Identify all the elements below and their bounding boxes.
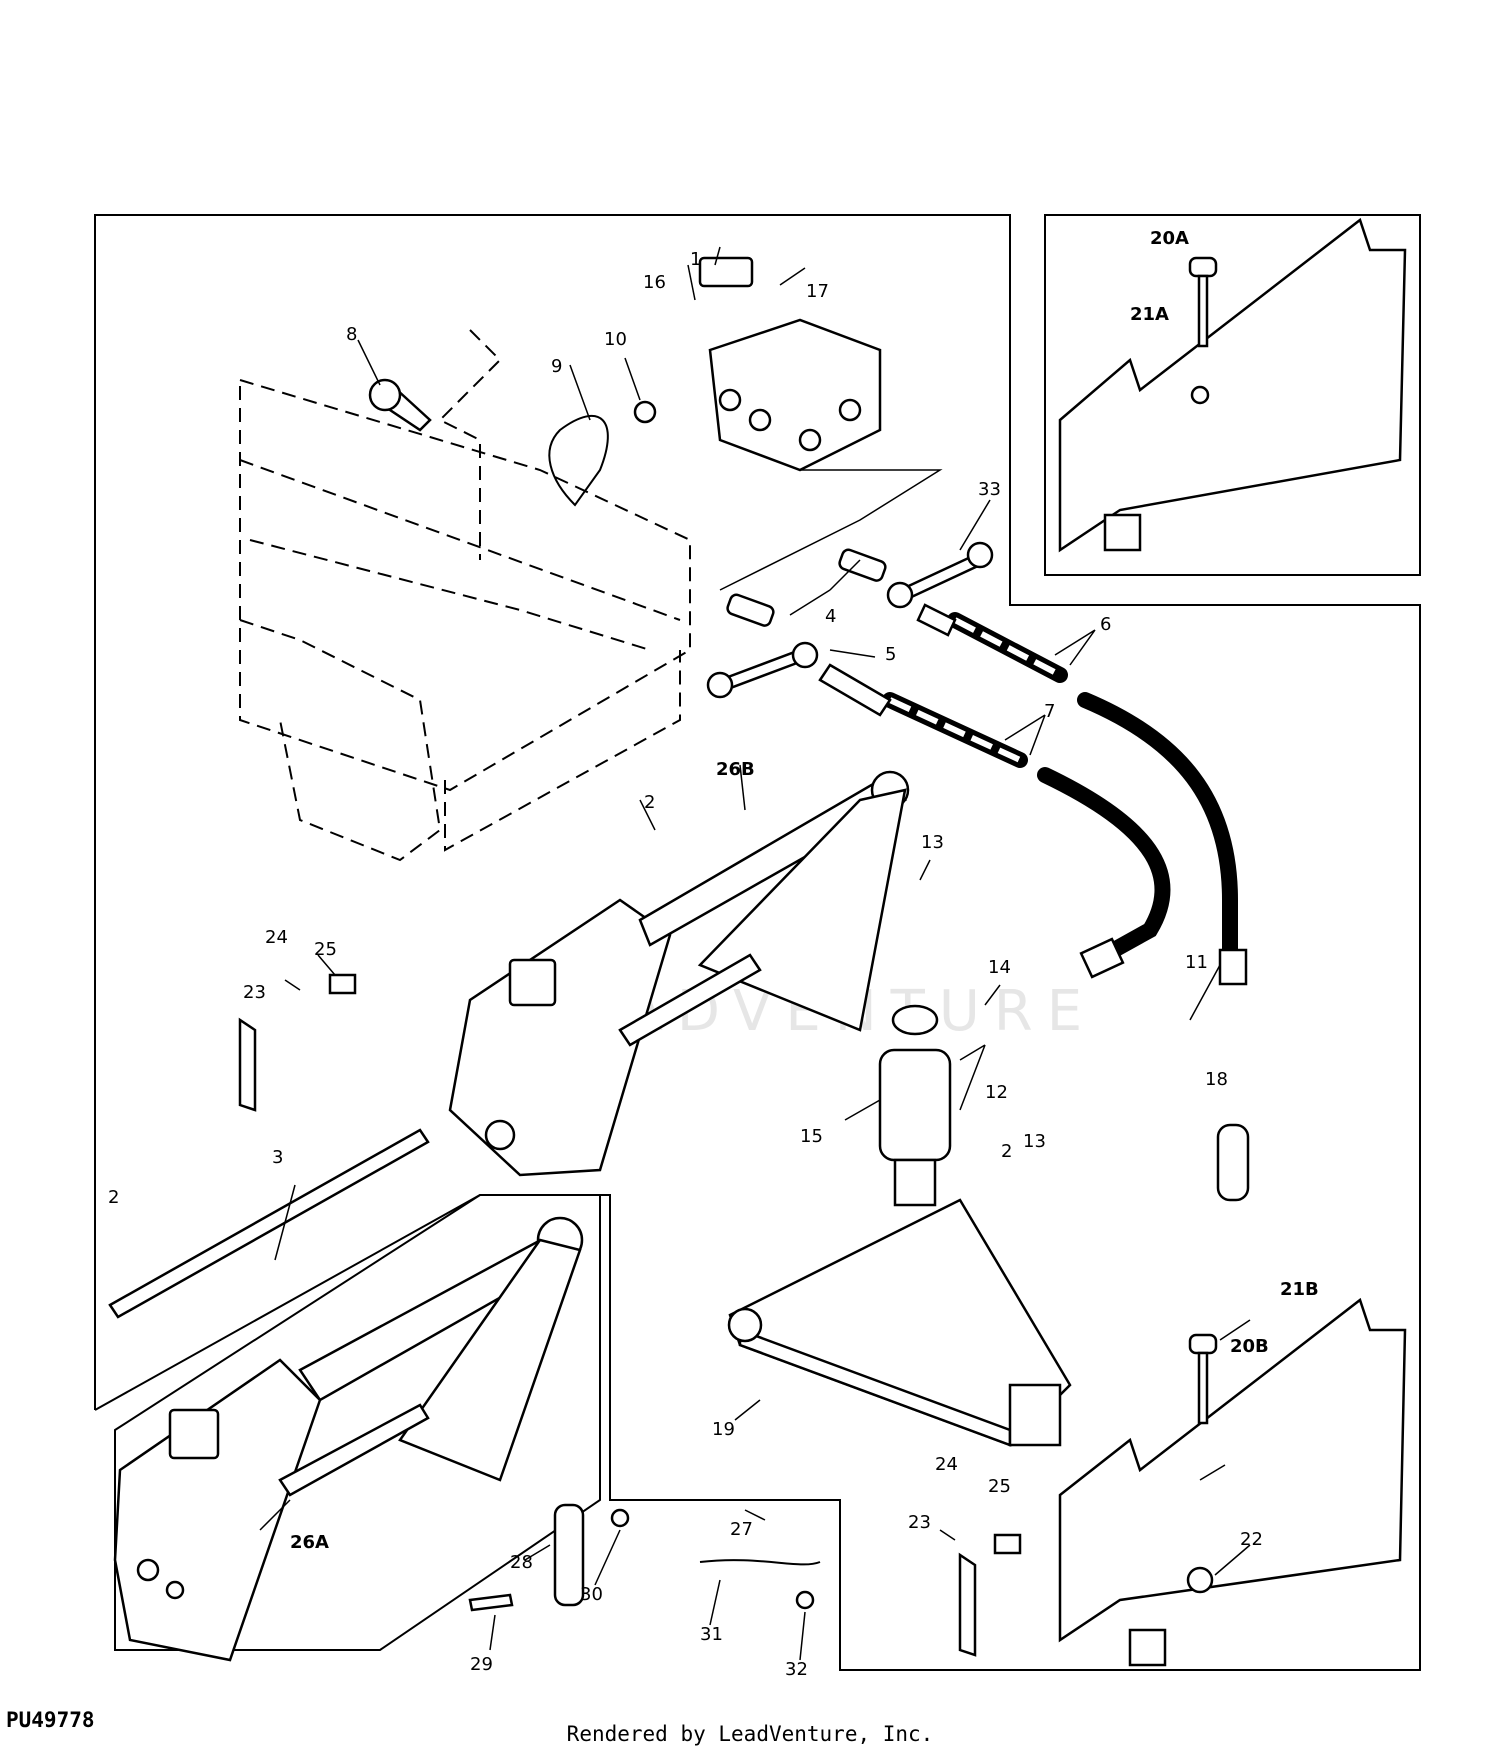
callout-17: 17 [806,281,829,302]
callout-24-right: 24 [935,1454,958,1475]
callout-7: 7 [1044,701,1055,722]
callout-24-left: 24 [265,927,288,948]
callout-15: 15 [800,1126,823,1147]
bolt-8 [368,378,432,432]
callout-19: 19 [712,1419,735,1440]
callout-2-right: 2 [1001,1141,1012,1162]
callout-26A: 26A [290,1532,329,1553]
callout-2-upper: 2 [644,792,655,813]
leader-lines [259,246,1251,1661]
callout-13-upper: 13 [921,832,944,853]
callout-18: 18 [1205,1069,1228,1090]
callout-8: 8 [346,324,357,345]
bolt-20a [1188,256,1218,348]
callout-30: 30 [580,1584,603,1605]
callout-21A: 21A [1130,304,1169,325]
callout-23-right: 23 [908,1512,931,1533]
spring-clip-9 [548,414,609,507]
callout-20B: 20B [1230,1336,1269,1357]
callout-26B: 26B [716,759,755,780]
callout-9: 9 [551,356,562,377]
couplers [706,541,994,699]
callout-4: 4 [825,606,836,627]
loader-frame-26a [113,1216,584,1662]
inset-frame-21a [1044,214,1421,576]
figure-id: PU49778 [6,1708,95,1732]
latch-plate-21a [1058,217,1407,553]
callout-12: 12 [985,1082,1008,1103]
callout-31: 31 [700,1624,723,1645]
small-parts [238,973,1022,1657]
callout-25-right: 25 [988,1476,1011,1497]
nut-10 [633,400,657,424]
bolt-20b [1188,1333,1218,1425]
bracket-19 [727,1198,1072,1447]
control-valve [698,256,943,591]
callout-1: 1 [690,249,701,270]
hoses [818,603,1248,986]
callout-23-left: 23 [243,982,266,1003]
callout-25-left: 25 [314,939,337,960]
loader-frame-26b [448,770,910,1177]
callout-labels: 1 16 17 8 9 10 33 4 5 6 7 26B 2 13 24 25… [108,228,1319,1680]
callout-13-lower: 13 [1023,1131,1046,1152]
callout-16: 16 [643,272,666,293]
callout-5: 5 [885,644,896,665]
callout-22: 22 [1240,1529,1263,1550]
callout-33: 33 [978,479,1001,500]
callout-20A: 20A [1150,228,1189,249]
callout-29: 29 [470,1654,493,1675]
callout-6: 6 [1100,614,1111,635]
tractor-frame [239,329,691,862]
callout-10: 10 [604,329,627,350]
callout-32: 32 [785,1659,808,1680]
callout-3: 3 [272,1147,283,1168]
credit-line: Rendered by LeadVenture, Inc. [566,1722,934,1746]
callout-2-left: 2 [108,1187,119,1208]
cylinder-15 [878,1004,952,1207]
callout-28: 28 [510,1552,533,1573]
latch-plate-21b [1058,1297,1407,1667]
callout-21B: 21B [1280,1279,1319,1300]
pin-18 [1216,1123,1250,1202]
callout-11: 11 [1185,952,1208,973]
rod-3 [108,1128,430,1319]
callout-27: 27 [730,1519,753,1540]
lower-left-frame [114,1194,601,1651]
callout-14: 14 [988,957,1011,978]
